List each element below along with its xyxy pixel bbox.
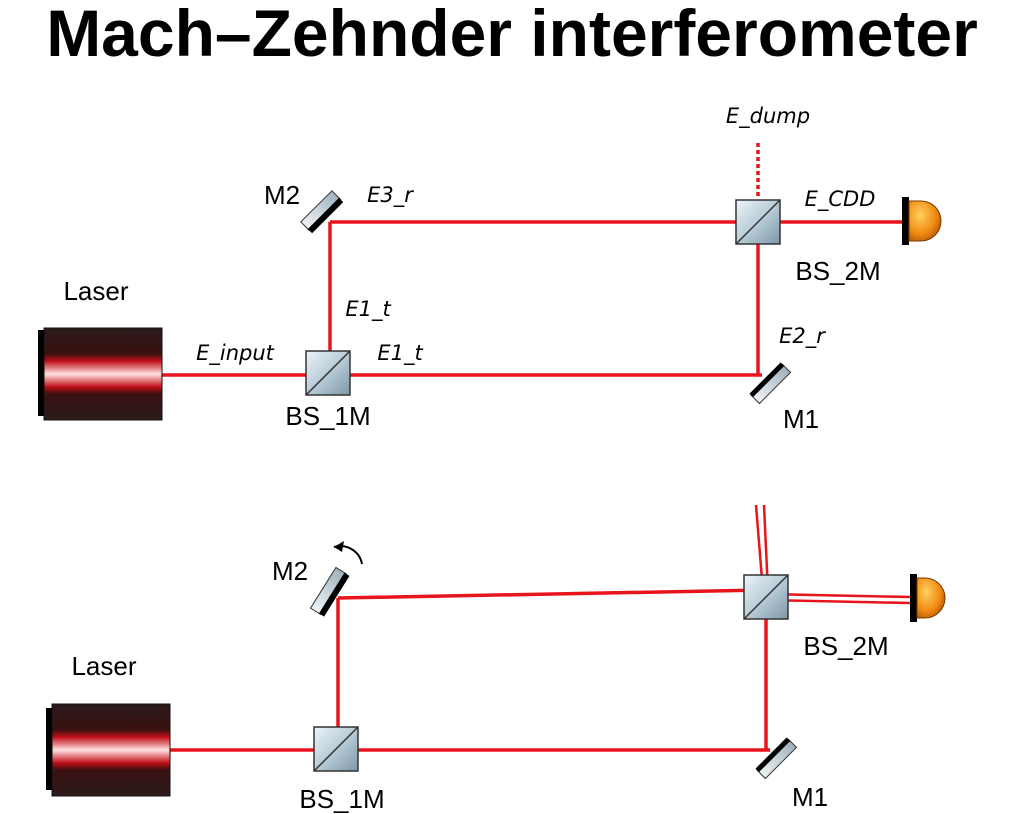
beam-splitter-2 (735, 199, 781, 245)
page-title: Mach–Zehnder interferometer (46, 0, 978, 70)
detector (910, 574, 946, 622)
beam-splitter-2 (743, 574, 789, 620)
m2-label: M2 (272, 556, 308, 586)
laser-label: Laser (63, 276, 128, 306)
field-label-e1t-vertical: E1_t (345, 297, 391, 322)
bottom-setup: Laser BS_1M BS_2M M2 M1 (46, 504, 946, 814)
beam-splitter-1 (305, 350, 351, 396)
laser-source (46, 703, 171, 797)
bs1-label: BS_1M (299, 784, 384, 814)
mirror-m2 (300, 190, 344, 234)
mirror-m1 (749, 362, 792, 405)
bs2-label: BS_2M (803, 631, 888, 661)
beam-m2-to-bs2 (337, 588, 767, 600)
bs1-label: BS_1M (285, 401, 370, 431)
field-label-e1t-horizontal: E1_t (377, 341, 423, 366)
beam-splitter-1 (313, 726, 359, 772)
detector (902, 197, 942, 245)
m1-label: M1 (783, 404, 819, 434)
field-label-cdd: E_CDD (805, 187, 876, 212)
beam-output-2 (765, 598, 911, 605)
laser-source (38, 327, 163, 421)
beam-output-1 (765, 592, 911, 599)
bs2-label: BS_2M (795, 256, 880, 286)
top-setup: Laser BS_1M BS_2M M2 M1 (38, 104, 942, 434)
mirror-m1 (755, 737, 798, 780)
m2-label: M2 (264, 180, 300, 210)
field-label-e3r: E3_r (367, 183, 414, 208)
rotation-arrow-head-icon (334, 541, 344, 552)
field-label-input: E_input (196, 341, 275, 366)
field-label-e2r: E2_r (779, 324, 826, 349)
laser-label: Laser (71, 651, 136, 681)
mirror-m2 (309, 566, 350, 617)
field-label-dump: E_dump (726, 104, 810, 129)
m1-label: M1 (792, 782, 828, 812)
